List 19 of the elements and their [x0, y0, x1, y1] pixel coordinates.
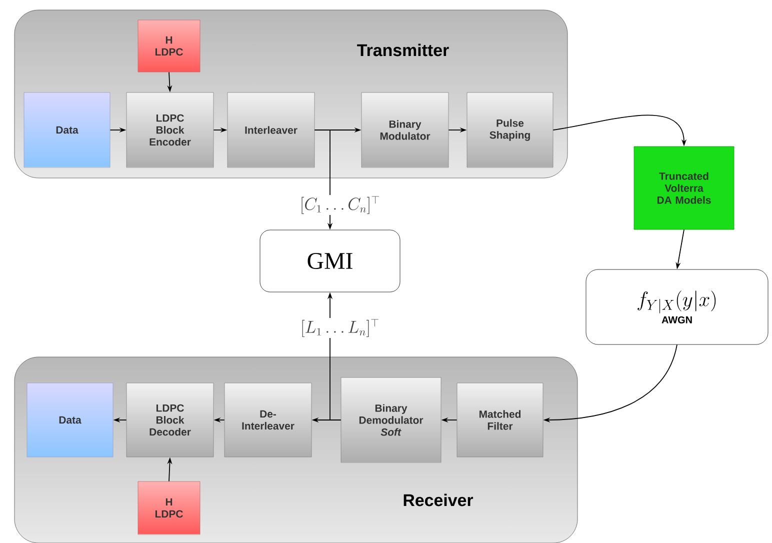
process-box: LDPC Block Encoder [126, 92, 214, 168]
process-box: LDPC Block Decoder [126, 382, 214, 458]
panel-title: Receiver [404, 494, 474, 506]
process-box: Matched Filter [456, 382, 544, 458]
panel-title: Transmitter [357, 44, 449, 56]
channel-model-box: Truncated Volterra DA Models [634, 146, 734, 230]
process-box: Binary Modulator [361, 92, 449, 168]
gmi-box: GMI [260, 230, 400, 292]
parameter-box: H LDPC [138, 481, 200, 535]
edge-label: $[C_1 \ldots C_n]^\top$ [298, 194, 382, 216]
edge-label: $[L_1 \ldots L_n]^\top$ [299, 318, 381, 338]
data-box: Data [24, 92, 110, 168]
process-box: De- Interleaver [224, 382, 312, 458]
process-box: Interleaver [227, 92, 315, 168]
channel-box: $f_{Y|X}(y|x)$ AWGN [586, 269, 768, 345]
process-box: Pulse Shaping [466, 92, 554, 168]
process-box: Binary Demodulator Soft [340, 377, 442, 463]
data-box: Data [26, 382, 114, 458]
parameter-box: H LDPC [138, 20, 200, 72]
